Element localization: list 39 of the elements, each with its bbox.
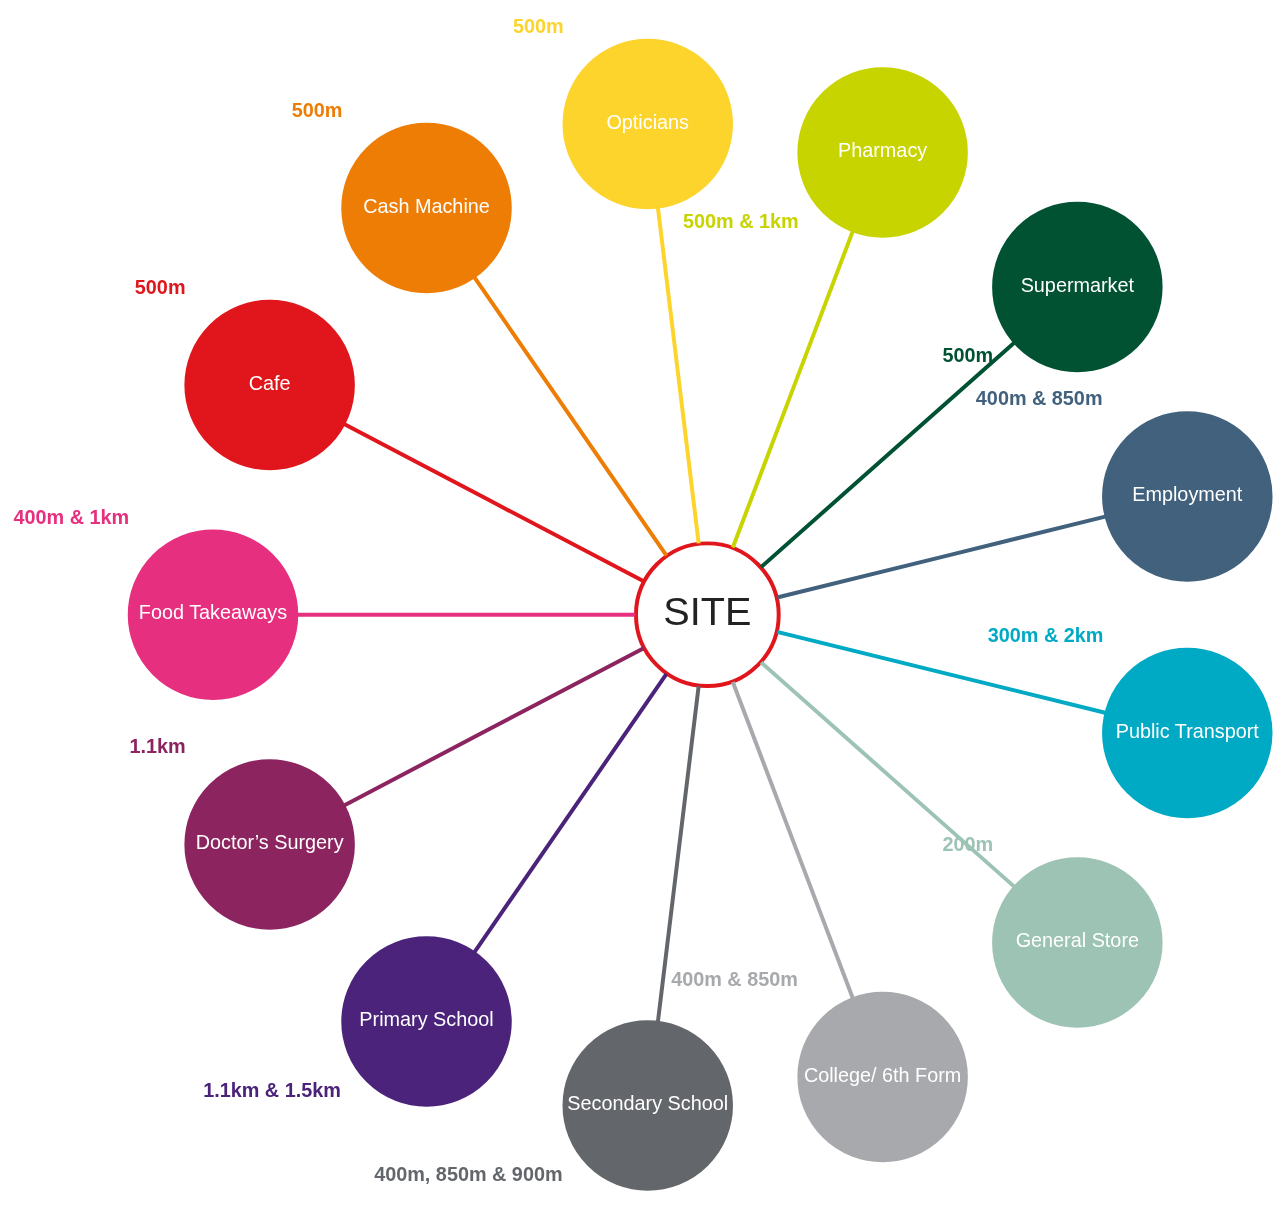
connector — [776, 629, 1107, 715]
connector — [342, 645, 645, 807]
node-circle: Cafe — [184, 299, 355, 470]
node-label: 500m — [291, 98, 343, 121]
node-circle: Opticians — [562, 38, 733, 209]
connector — [296, 612, 636, 617]
connector — [730, 680, 855, 1000]
node-label: 400m & 850m — [671, 967, 798, 990]
connector — [759, 660, 1017, 889]
connector — [655, 685, 701, 1023]
connector — [759, 340, 1017, 569]
node-label: 300m & 2km — [987, 623, 1104, 646]
node-circle: Secondary School — [562, 1019, 733, 1191]
node-label: 400m & 850m — [975, 386, 1103, 409]
connector — [472, 275, 669, 557]
node-label: 400m & 1km — [13, 505, 130, 528]
node-circle: Public Transport — [1102, 647, 1273, 818]
node-circle: General Store — [992, 856, 1163, 1028]
node-label: 1.1km — [129, 734, 186, 757]
node-label: 1.1km & 1.5km — [203, 1078, 341, 1101]
node-label: 500m — [942, 343, 994, 366]
node-label: 500m — [512, 14, 564, 37]
node-label: 500m & 1km — [683, 209, 799, 232]
node-circle: College/ 6th Form — [797, 991, 968, 1162]
node-circle: Employment — [1102, 410, 1273, 582]
connector — [472, 672, 669, 954]
connector — [776, 514, 1107, 599]
node-circle: Cash Machine — [341, 122, 512, 293]
connector — [655, 206, 701, 544]
node-label: 400m, 850m & 900m — [374, 1162, 563, 1185]
node-circle: SITE — [634, 540, 781, 688]
node-circle: Pharmacy — [797, 66, 968, 238]
node-circle: Doctor’s Surgery — [184, 758, 355, 930]
node-circle: Food Takeaways — [127, 529, 299, 700]
node-circle: Supermarket — [992, 201, 1163, 372]
connector — [730, 229, 855, 548]
node-circle: Primary School — [341, 935, 512, 1107]
connector — [342, 421, 645, 583]
node-label: 500m — [134, 275, 186, 298]
